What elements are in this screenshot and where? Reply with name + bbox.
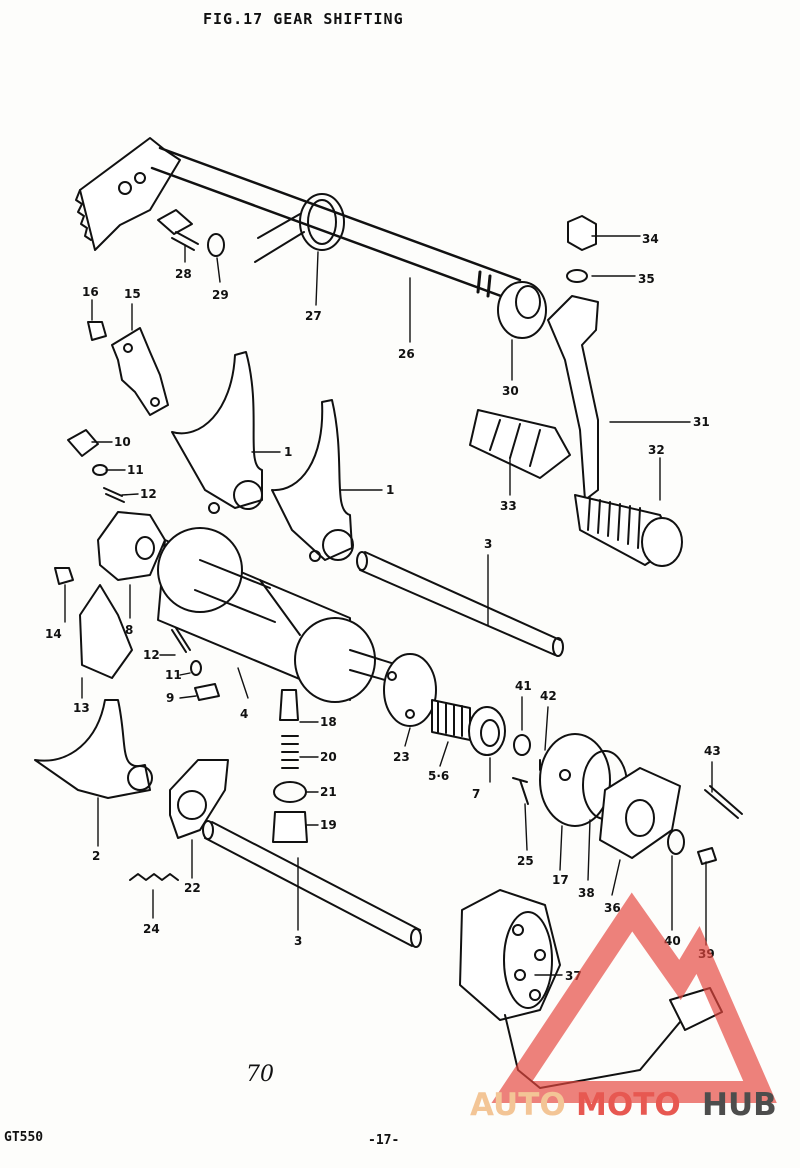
callout-3-upper: 3 (484, 537, 492, 551)
bushing-30 (497, 281, 547, 339)
neutral-switch-37 (459, 889, 723, 1089)
callout-9: 9 (166, 691, 174, 705)
gearshift-shaft (75, 137, 522, 302)
callout-7: 7 (472, 787, 480, 801)
callout-42: 42 (540, 689, 557, 703)
shift-fork-2 (34, 699, 153, 799)
callout-35: 35 (638, 272, 655, 286)
handwritten-note: 70 (246, 1062, 274, 1087)
cam-driven-arm (129, 759, 229, 881)
callout-33: 33 (500, 499, 517, 513)
shift-lever (547, 295, 683, 567)
leader-lines (64, 235, 713, 976)
callout-12-upper: 12 (140, 487, 157, 501)
shift-fork-upper (171, 351, 263, 514)
watermark-text-hub: HUB (702, 1087, 777, 1123)
callout-11-upper: 11 (127, 463, 144, 477)
fork-shaft-lower (202, 820, 422, 948)
callout-1-upper: 1 (284, 445, 292, 459)
callout-31: 31 (693, 415, 710, 429)
callout-2: 2 (92, 849, 100, 863)
callout-8: 8 (125, 623, 133, 637)
callout-5-6: 5·6 (428, 769, 449, 783)
callout-27: 27 (305, 309, 322, 323)
shift-fork-lower (271, 399, 354, 562)
neutral-switch-cover (539, 733, 743, 865)
cam-pins (171, 627, 220, 701)
figure-title: FIG.17 GEAR SHIFTING (203, 10, 404, 28)
bolt-34 (566, 215, 597, 283)
callout-1-lower: 1 (386, 483, 394, 497)
callout-17: 17 (552, 873, 569, 887)
shift-cam (54, 511, 166, 679)
drum-plate-and-bearing (383, 653, 506, 756)
fork-shaft-upper (356, 551, 564, 657)
automotohub-watermark: AUTO MOTO HUB (470, 892, 777, 1123)
footrest-rubber (469, 409, 571, 479)
callout-26: 26 (398, 347, 415, 361)
callout-16: 16 (82, 285, 99, 299)
callout-30: 30 (502, 384, 519, 398)
callout-20: 20 (320, 750, 337, 764)
shift-detent-parts (272, 689, 308, 843)
model-code: GT550 (4, 1130, 44, 1145)
callout-41: 41 (515, 679, 532, 693)
callout-24: 24 (143, 922, 160, 936)
callout-36: 36 (604, 901, 621, 915)
callout-3-lower: 3 (294, 934, 302, 948)
callout-18: 18 (320, 715, 337, 729)
gearshift-cam-guide (87, 321, 169, 416)
callout-32: 32 (648, 443, 665, 457)
callout-38: 38 (578, 886, 595, 900)
bolt-28 (157, 209, 225, 257)
shift-drum (157, 527, 421, 703)
callout-34: 34 (642, 232, 659, 246)
callout-12-lower: 12 (143, 648, 160, 662)
callout-4: 4 (240, 707, 248, 721)
callout-14: 14 (45, 627, 62, 641)
page-number: -17- (368, 1133, 400, 1148)
callout-15: 15 (124, 287, 141, 301)
neutral-contact (512, 734, 541, 805)
callout-11-lower: 11 (165, 668, 182, 682)
callout-13: 13 (73, 701, 90, 715)
callout-10: 10 (114, 435, 131, 449)
callout-28: 28 (175, 267, 192, 281)
callout-21: 21 (320, 785, 337, 799)
callout-22: 22 (184, 881, 201, 895)
callout-23: 23 (393, 750, 410, 764)
callout-25: 25 (517, 854, 534, 868)
callout-29: 29 (212, 288, 229, 302)
callout-19: 19 (320, 818, 337, 832)
triangle-logo-icon (491, 892, 777, 1103)
watermark-text-auto: AUTO (470, 1087, 566, 1123)
watermark-text-moto: MOTO (576, 1087, 681, 1123)
callout-43: 43 (704, 744, 721, 758)
return-spring (254, 193, 345, 263)
